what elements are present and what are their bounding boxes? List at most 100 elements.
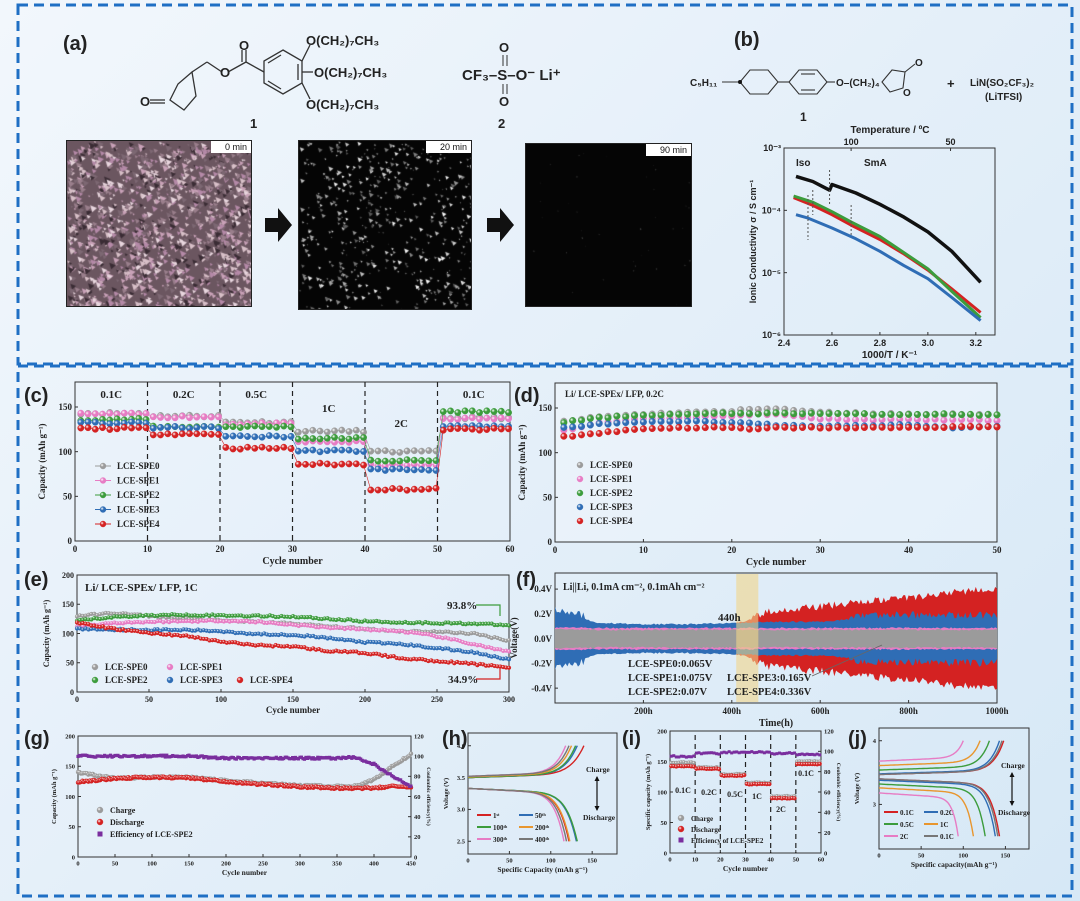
data-point [186,430,193,437]
y-tick-label: 0.4V [534,584,552,594]
rate-label: 2C [395,418,409,430]
data-point [84,410,92,418]
data-point [790,410,798,418]
x-axis-label: Specific Capacity (mAh g⁻¹) [497,865,588,874]
data-point [425,466,433,474]
legend-marker [576,461,584,469]
bond [904,63,916,73]
data-point [374,486,382,494]
data-point [273,432,280,440]
data-point [149,413,157,421]
data-point [975,423,983,431]
legend-marker [99,462,107,470]
data-point [106,420,114,428]
data-point [432,467,440,474]
data-point [396,485,404,493]
carbonate-ring [881,69,906,93]
carbonate-ring [169,70,197,111]
x-tick-label: 20 [727,545,737,555]
y2-tick-label: 60 [824,789,831,796]
data-point [505,425,512,433]
data-point [389,457,396,465]
data-point [345,446,353,454]
data-point [157,431,164,439]
data-point [120,423,128,431]
data-point [418,466,425,473]
data-point [754,425,762,433]
data-point [338,460,346,468]
data-point [381,447,389,455]
data-point [302,757,307,761]
data-point [666,418,674,426]
y-tick-label: 150 [657,759,667,766]
data-point [506,638,512,643]
discharge-curve [878,783,986,837]
data-point [490,415,498,423]
rate-label: 0.2C [173,389,195,401]
data-point [689,755,693,759]
annotation-bracket [476,604,501,616]
data-point [675,410,683,418]
data-point [302,447,309,454]
data-point [108,753,113,757]
data-point [396,457,404,465]
data-point [808,753,812,757]
data-point [701,424,709,432]
data-point [331,461,338,469]
y-axis-label: Specific capacity (mAh g⁻¹) [645,754,652,830]
data-point [569,423,577,431]
data-point [807,409,815,417]
legend-marker [96,818,104,826]
data-point [352,434,360,441]
data-point [389,448,396,456]
data-point [666,410,674,418]
time-label: 90 min [645,144,691,156]
legend-label: LCE-SPE0 [117,461,160,471]
highlight-region [736,574,759,702]
charge-curve [467,745,578,779]
data-point [704,751,708,755]
data-point [367,456,375,464]
salt-name: (LiTFSI) [985,92,1022,103]
x-tick-label: 150 [1001,853,1011,860]
alkyl-chain: C₅H₁₁ [690,78,717,89]
data-point [222,423,230,431]
rate-label: 0.5C [727,790,743,799]
charge-curve [878,740,981,767]
panel-labels: (a) (b) (c) (d) (e) (f) (g) (h) (i) (j) [24,29,867,750]
x-tick-label: 50 [918,853,925,860]
y-tick-label: 200 [657,728,667,735]
data-point [352,448,360,455]
bond [267,54,282,64]
data-point [672,754,676,758]
data-point [265,423,273,430]
compound-1-labels: O(CH₂)₇CH₃ O(CH₂)₇CH₃ O(CH₂)₇CH₃ O O O 1… [140,33,561,131]
data-point [682,754,686,758]
data-point [214,755,218,759]
x-tick-label: 30 [288,544,298,554]
y-tick-label: 200 [65,733,75,740]
x-tick-label: 300 [295,861,305,868]
data-point [799,410,807,418]
y-tick-label: 200 [62,571,74,580]
arrow-icon [487,208,514,242]
data-point [383,652,388,658]
x-tick-label: 150 [287,695,299,704]
data-point [793,751,797,755]
data-point [316,448,324,456]
legend-label: 0.1C [940,833,954,841]
data-point [447,425,454,433]
atom-o: O [140,94,150,109]
data-point [302,460,309,468]
overpotential-label: LCE-SPE4:0.336V [727,687,812,698]
x-tick-label: 40 [361,544,371,554]
y-tick-label: 10⁻⁵ [762,268,781,278]
legend-label: 0.5C [900,821,914,829]
x-tick-label: 50 [112,861,119,868]
bond [245,61,265,73]
x-tick-label: 400h [723,706,742,716]
micrograph-image [526,144,691,306]
y-tick-label: -0.2V [531,659,552,669]
data-point [367,486,375,494]
